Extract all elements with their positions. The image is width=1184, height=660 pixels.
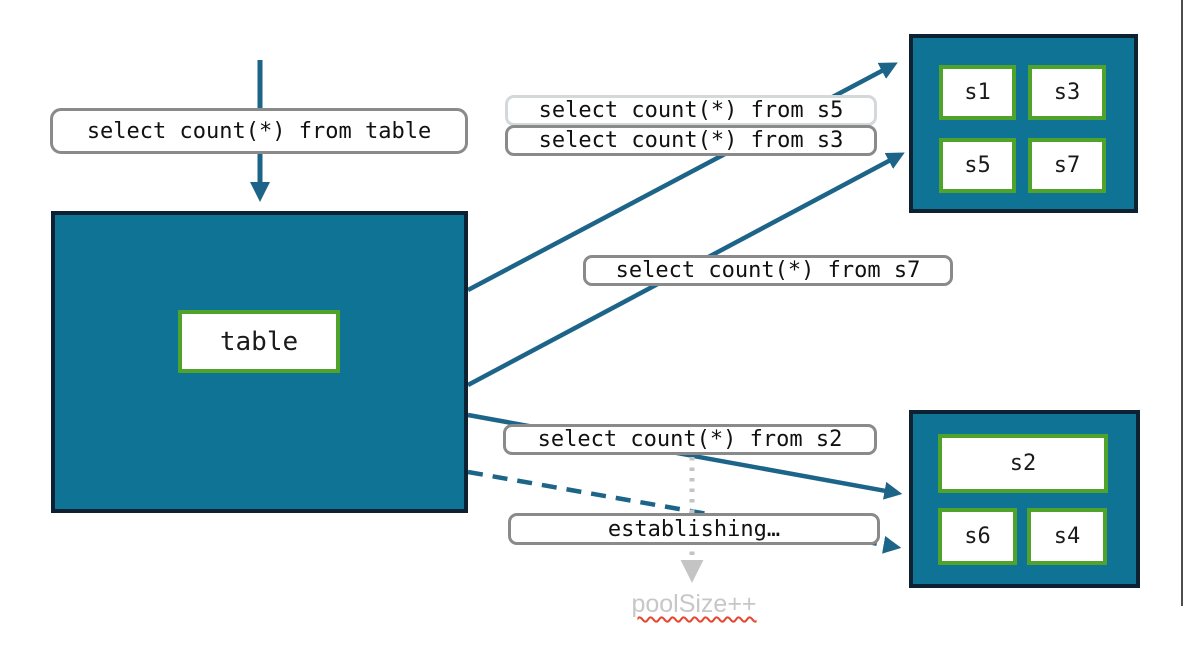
query-label-s5-text: select count(*) from s5 (538, 98, 844, 123)
query-label-s3: select count(*) from s3 (505, 125, 877, 156)
shard-s2-label: s2 (1009, 451, 1037, 476)
query-label-s2-text: select count(*) from s2 (537, 427, 843, 452)
shard-s6-label: s6 (964, 524, 991, 549)
shard-s7-label: s7 (1053, 153, 1081, 178)
shard-s2: s2 (938, 434, 1108, 493)
establishing-label: establishing… (508, 513, 880, 545)
shard-s5: s5 (939, 138, 1016, 193)
query-label-s3-text: select count(*) from s3 (538, 128, 844, 153)
pool-size-note-text: poolSize++ (631, 590, 757, 618)
table-label: table (219, 326, 299, 357)
shard-s6: s6 (938, 508, 1017, 565)
query-label-s7: select count(*) from s7 (583, 255, 953, 286)
shard-s1-label: s1 (964, 80, 991, 105)
shard-s4-label: s4 (1053, 524, 1081, 549)
shard-s3: s3 (1028, 65, 1106, 120)
shard-s5-label: s5 (964, 153, 991, 178)
query-label-table-text: select count(*) from table (86, 118, 432, 144)
shard-s1: s1 (939, 65, 1016, 120)
table-label-box: table (178, 310, 340, 373)
shard-s7: s7 (1028, 138, 1106, 193)
establishing-label-text: establishing… (607, 516, 781, 542)
query-label-s2: select count(*) from s2 (503, 424, 877, 455)
shard-s4: s4 (1027, 508, 1107, 565)
shard-s3-label: s3 (1053, 80, 1081, 105)
query-label-s7-text: select count(*) from s7 (615, 258, 921, 283)
query-label-table: select count(*) from table (50, 108, 468, 154)
pool-size-note: poolSize++ (594, 590, 794, 619)
query-label-s5: select count(*) from s5 (505, 95, 877, 126)
slide-edge-line (1181, 0, 1183, 606)
